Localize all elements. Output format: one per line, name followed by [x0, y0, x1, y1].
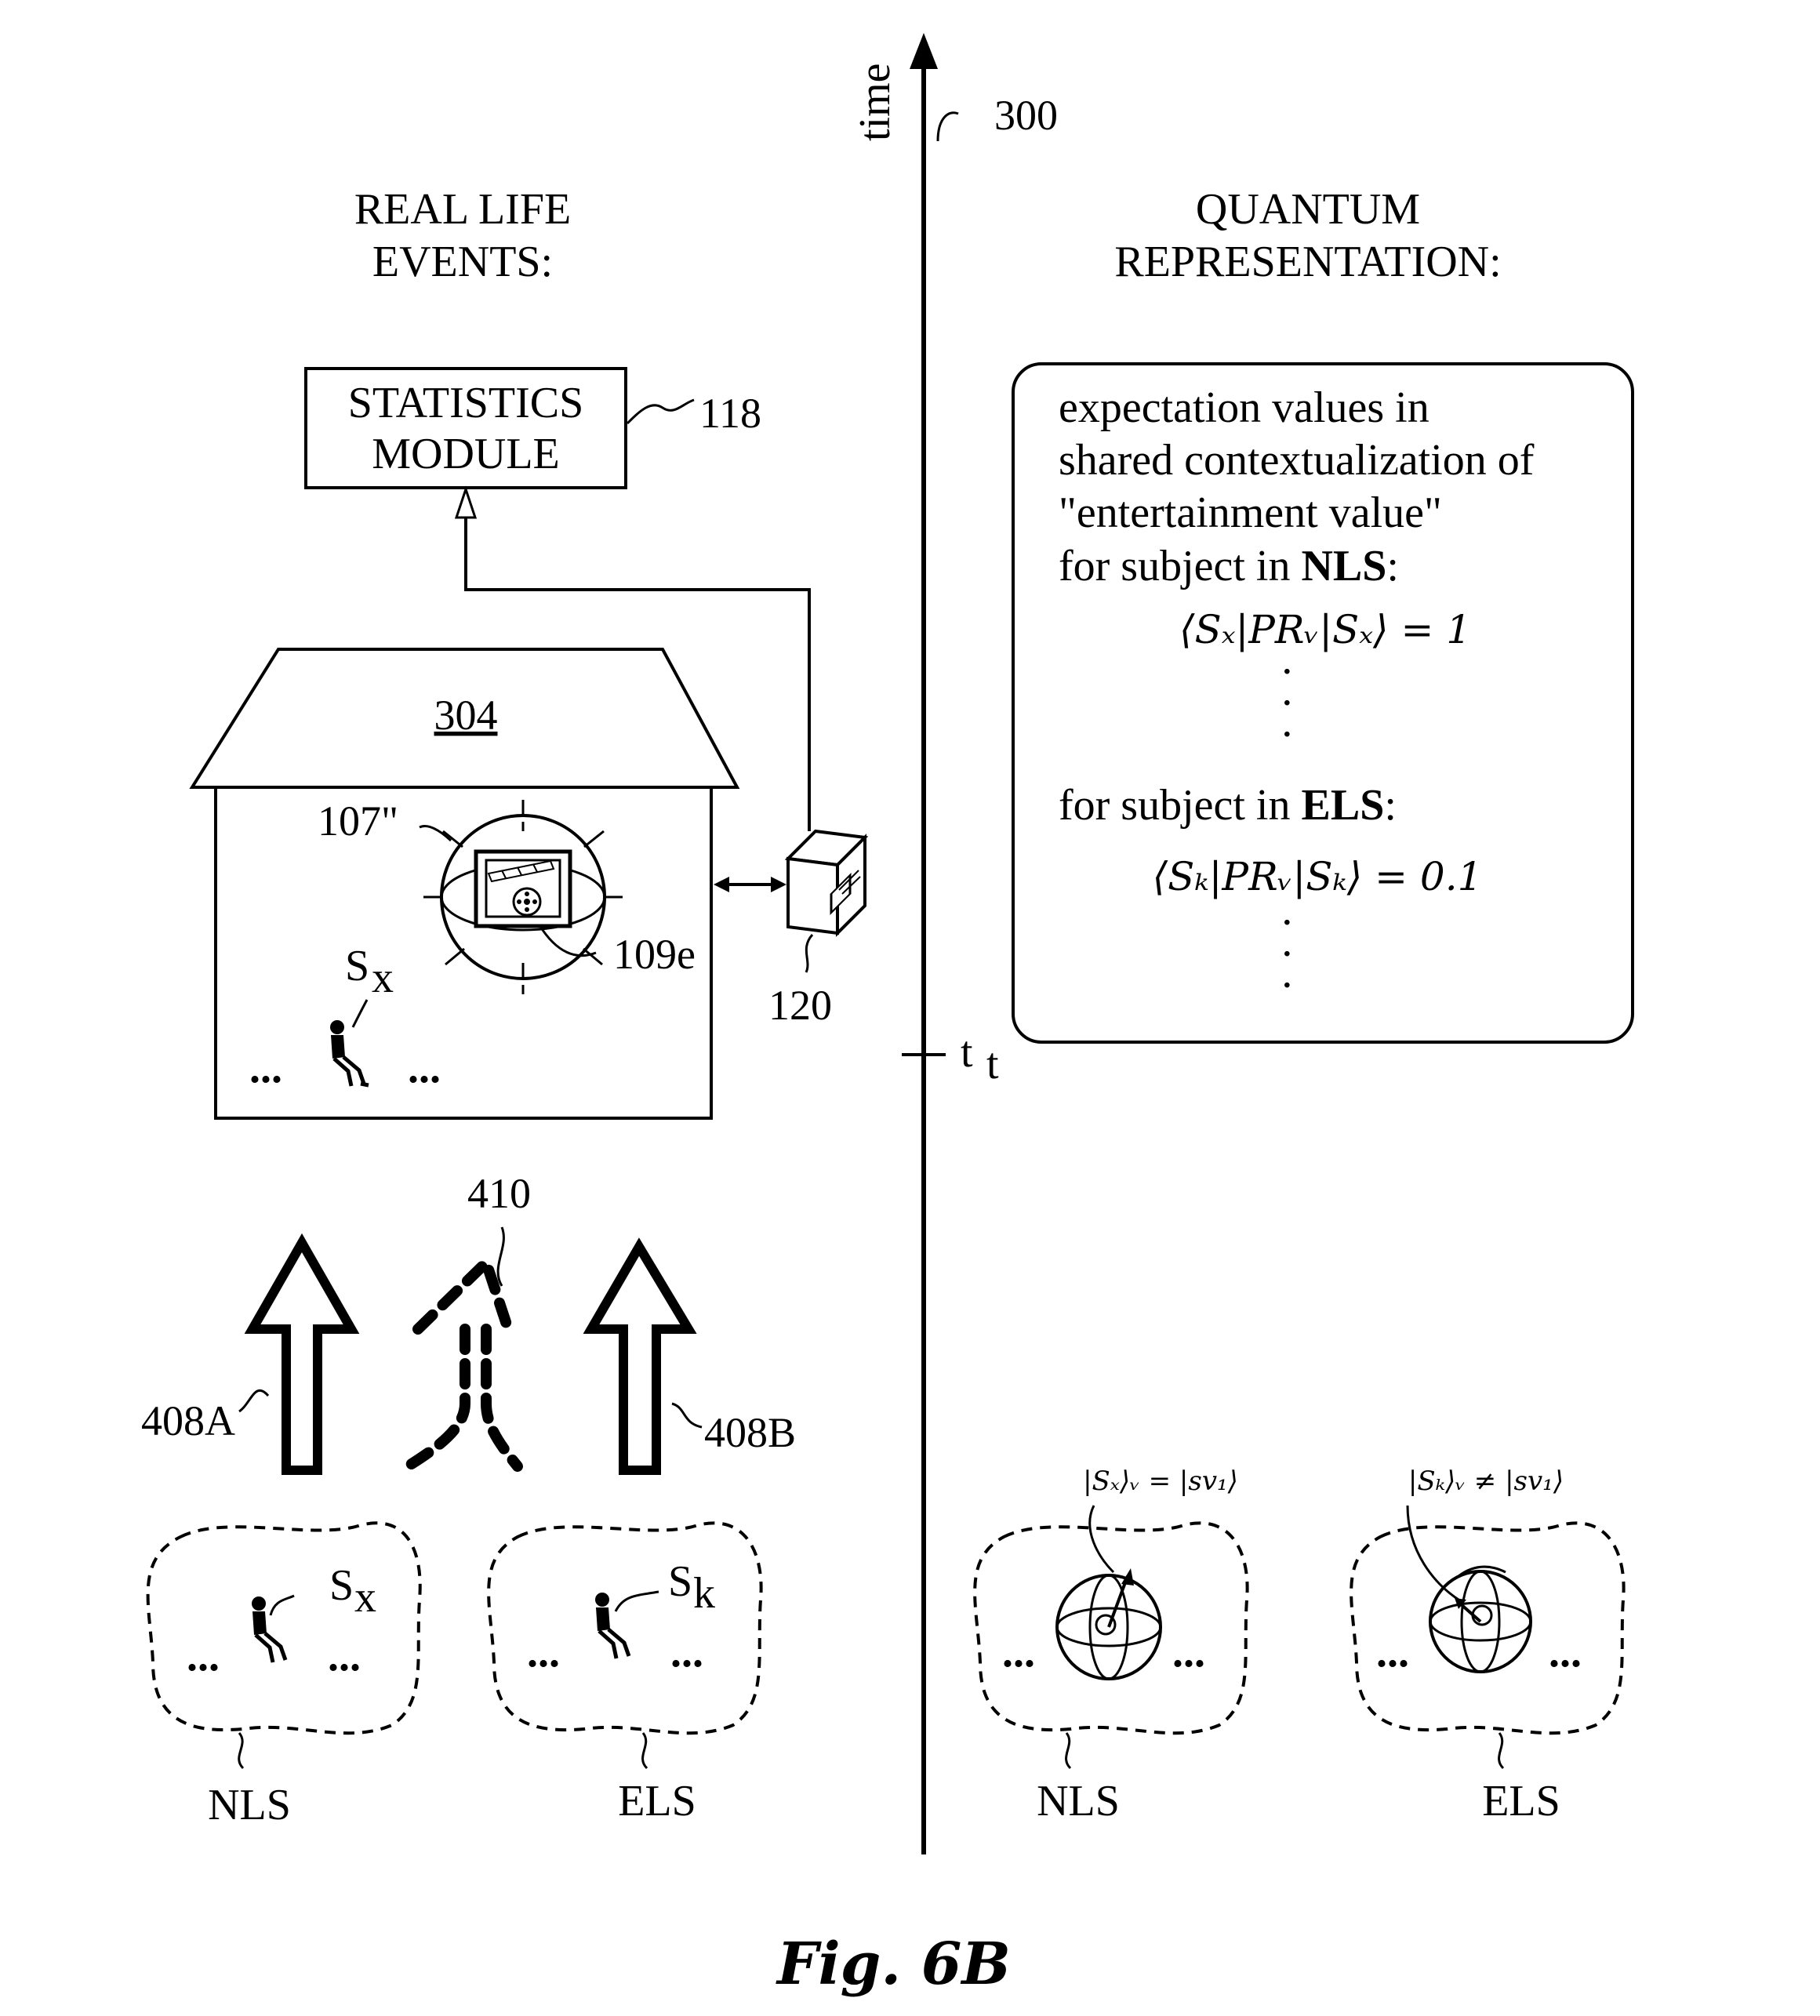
content-ref-109e: 109e	[613, 931, 696, 978]
nls-subject-label: S	[329, 1561, 354, 1610]
house: 304 107" 109	[192, 649, 737, 1118]
quantum-nls-suffix: :	[1386, 542, 1399, 590]
time-axis-label: time	[851, 63, 899, 141]
quantum-line3: "entertainment value"	[1059, 489, 1442, 537]
server-ref-leader	[806, 935, 812, 972]
house-ellipsis-left: ...	[249, 1044, 282, 1092]
server-icon	[788, 831, 865, 933]
els-subject-label: S	[668, 1557, 692, 1606]
nls-label: NLS	[208, 1781, 291, 1829]
els-ellipsis-left: ...	[527, 1628, 560, 1676]
device-ref-107: 107"	[318, 797, 398, 845]
quantum-els-bold: ELS	[1301, 781, 1384, 830]
quantum-nls-bold: NLS	[1301, 542, 1386, 590]
quantum-els-group: ... ... |Sₖ⟩ᵥ ≠ |sv₁⟩ ELS	[1351, 1466, 1623, 1825]
quantum-vdot-6: ·	[1280, 961, 1295, 1010]
quantum-els-label: ELS	[1482, 1777, 1560, 1825]
arrow-410-dashed	[408, 1262, 518, 1466]
quantum-els-line: for subject in ELS:	[1059, 781, 1397, 830]
quantum-nls-line: for subject in NLS:	[1059, 542, 1399, 590]
axis-ref-leader	[938, 113, 958, 141]
real-life-heading-line1: REAL LIFE	[354, 185, 571, 234]
figure-caption: Fig. 6B	[776, 1931, 1011, 1998]
arrow-408b-leader	[672, 1404, 702, 1427]
statistics-ref-leader	[627, 400, 694, 423]
time-tick-label: t	[961, 1028, 973, 1077]
arrow-408a	[252, 1243, 351, 1470]
quantum-nls-formula: ⟨Sₓ|PRᵥ|Sₓ⟩ = 1	[1179, 607, 1471, 652]
els-ellipsis-right: ...	[670, 1628, 703, 1676]
arrow-410-ref: 410	[467, 1170, 531, 1217]
quantum-nls-bloch-sphere-icon	[1057, 1568, 1161, 1679]
quantum-els-formula: ⟨Sₖ|PRᵥ|Sₖ⟩ = 0.1	[1153, 854, 1483, 899]
quantum-els-suffix: :	[1384, 781, 1397, 830]
quantum-vdot-3: ·	[1280, 710, 1295, 759]
quantum-nls-label: NLS	[1037, 1777, 1120, 1825]
nls-person-icon	[252, 1596, 285, 1662]
nls-ellipsis-left: ...	[187, 1632, 220, 1680]
quantum-nls-ellipsis-right: ...	[1172, 1628, 1205, 1676]
quantum-nls-state: |Sₓ⟩ᵥ = |sv₁⟩	[1083, 1466, 1238, 1497]
quantum-heading-line2: REPRESENTATION:	[1114, 238, 1501, 286]
quantum-nls-group: ... ... |Sₓ⟩ᵥ = |sv₁⟩ NLS	[975, 1466, 1247, 1825]
real-life-heading-line2: EVENTS:	[372, 238, 553, 286]
quantum-nls-prefix: for subject in	[1059, 542, 1301, 590]
quantum-line2: shared contextualization of	[1059, 436, 1535, 485]
nls-ellipsis-right: ...	[328, 1632, 361, 1680]
quantum-els-state: |Sₖ⟩ᵥ ≠ |sv₁⟩	[1408, 1466, 1564, 1497]
quantum-nls-ellipsis-left: ...	[1002, 1628, 1035, 1676]
statistics-module: STATISTICS MODULE 118	[306, 369, 761, 488]
els-group: ... ... S k ELS	[489, 1523, 761, 1825]
quantum-box: expectation values in shared contextuali…	[1013, 364, 1633, 1042]
quantum-els-ellipsis-left: ...	[1376, 1628, 1409, 1676]
house-ellipsis-right: ...	[408, 1044, 441, 1092]
house-ref-304: 304	[434, 692, 498, 739]
quantum-els-prefix: for subject in	[1059, 781, 1301, 830]
house-server-link	[714, 877, 786, 892]
nls-subject-sub: x	[354, 1573, 376, 1622]
statistics-module-line1: STATISTICS	[348, 379, 583, 427]
arrow-408b	[591, 1247, 688, 1470]
arrow-408b-ref: 408B	[704, 1409, 796, 1456]
arrow-408a-leader	[239, 1390, 268, 1411]
house-subject-label: S	[345, 942, 369, 990]
quantum-heading-line1: QUANTUM	[1196, 185, 1420, 234]
axis-ref-300: 300	[994, 92, 1058, 139]
time-tick-subscript: t	[986, 1040, 999, 1088]
quantum-line1: expectation values in	[1059, 383, 1429, 432]
els-label: ELS	[618, 1777, 696, 1825]
els-subject-sub: k	[693, 1569, 715, 1618]
house-subject-sub: x	[372, 954, 394, 1002]
arrow-410-leader	[498, 1227, 503, 1286]
arrow-408a-ref: 408A	[141, 1397, 235, 1444]
quantum-els-ellipsis-right: ...	[1549, 1628, 1582, 1676]
statistics-module-line2: MODULE	[372, 430, 560, 478]
nls-group: ... ... S x NLS	[148, 1523, 420, 1829]
statistics-ref-118: 118	[699, 390, 761, 437]
quantum-els-bloch-sphere-icon	[1430, 1567, 1531, 1672]
server-ref-120: 120	[768, 982, 832, 1029]
